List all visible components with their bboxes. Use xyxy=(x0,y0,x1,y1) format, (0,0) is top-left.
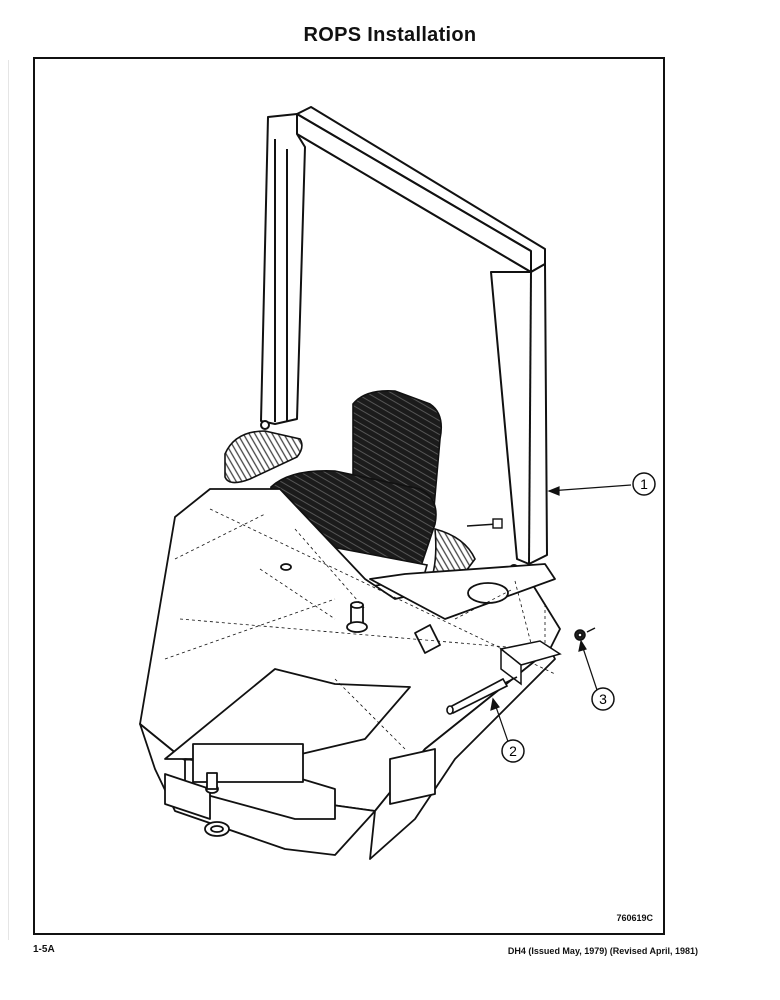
rops-exploded-illustration: 1 2 3 xyxy=(139,106,656,860)
lock-nut xyxy=(574,627,596,641)
scan-edge-mark xyxy=(8,60,9,940)
rops-mount-bracket xyxy=(499,640,562,686)
issue-note: DH4 (Issued May, 1979) (Revised April, 1… xyxy=(507,946,698,956)
svg-text:3: 3 xyxy=(599,691,607,707)
chassis xyxy=(139,488,561,860)
figure-code: 760619C xyxy=(616,913,653,923)
mounting-pin xyxy=(446,676,518,715)
page-number: 1-5A xyxy=(33,944,55,955)
illustration-frame: 1 2 3 760619C xyxy=(33,57,665,935)
svg-text:1: 1 xyxy=(640,476,648,492)
callout-1: 1 xyxy=(632,472,656,496)
callout-2: 2 xyxy=(501,739,525,763)
page-title: ROPS Installation xyxy=(303,24,477,46)
svg-text:2: 2 xyxy=(509,743,517,759)
callout-3: 3 xyxy=(591,687,615,711)
rops-frame xyxy=(260,106,548,574)
seat-bolt xyxy=(466,518,503,529)
